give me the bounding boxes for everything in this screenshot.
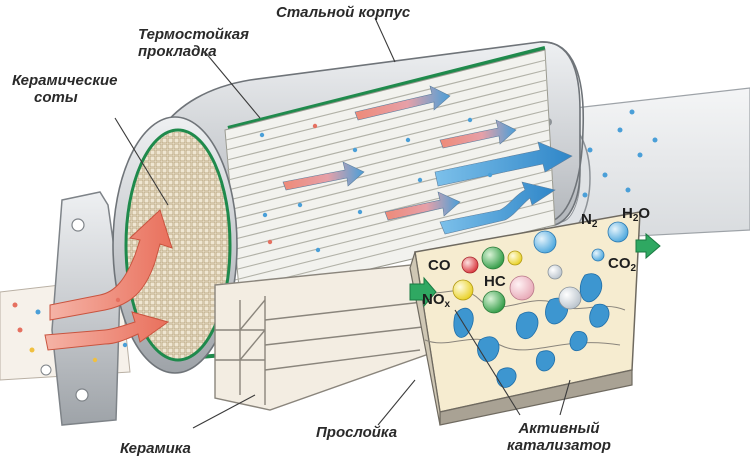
formula-nox-sub: x: [444, 299, 451, 310]
label-active-catalyst-line2: катализатор: [507, 437, 611, 455]
formula-h2o-h: H: [622, 205, 633, 222]
formula-co2-sub: 2: [630, 263, 637, 274]
formula-co: CO: [428, 257, 451, 274]
label-heat-gasket: Термостойкая прокладка: [138, 26, 249, 61]
label-ceramic-cells: Керамические соты: [12, 72, 117, 107]
label-heat-gasket-line2: прокладка: [138, 43, 217, 61]
molecules: [452, 221, 629, 314]
honeycomb-channels: [224, 49, 556, 301]
formula-nox: NOx: [422, 292, 450, 310]
label-layer: Прослойка: [316, 424, 398, 441]
ceramic-honeycomb-face: [112, 116, 238, 374]
formula-co2-main: CO: [608, 255, 631, 272]
label-ceramic-cells-line1: Керамические: [12, 72, 118, 89]
label-ceramic-cells-line2: соты: [34, 89, 78, 107]
formula-n2: N2: [581, 212, 597, 230]
formula-h2o-sub: 2: [632, 213, 639, 224]
label-steel-case: Стальной корпус: [276, 4, 411, 21]
process-arrows: [409, 232, 661, 308]
exhaust-particles: [12, 109, 658, 363]
leader-lines: [114, 17, 571, 429]
formula-h2o-o: O: [638, 205, 651, 222]
formula-n2-main: N: [581, 211, 592, 228]
hot-exhaust-arrows: [44, 209, 173, 351]
formula-hc: HC: [484, 273, 506, 290]
label-active-catalyst: Активный катализатор: [507, 420, 611, 455]
ceramic-support: [214, 261, 441, 411]
label-heat-gasket-line1: Термостойкая: [138, 26, 249, 43]
label-active-catalyst-line1: Активный: [518, 420, 600, 437]
formula-co2: CO2: [608, 256, 636, 274]
formula-nox-main: NO: [422, 291, 445, 308]
formula-n2-sub: 2: [591, 219, 598, 230]
channel-flow-arrows: [282, 85, 573, 235]
label-ceramics: Керамика: [120, 440, 191, 457]
formula-h2o: H2O: [622, 206, 650, 224]
